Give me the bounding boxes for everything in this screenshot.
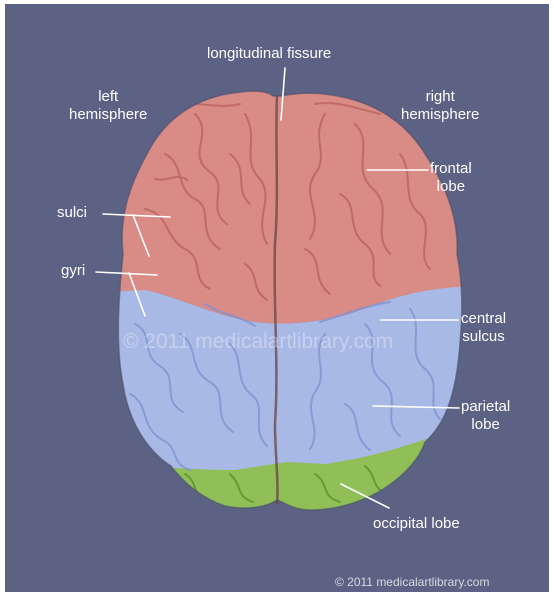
label-parietal-lobe-line2: lobe (461, 416, 510, 434)
label-frontal-lobe: frontal lobe (430, 160, 472, 196)
watermark-copyright: © 2011 medicalartlibrary.com (335, 575, 489, 589)
label-frontal-lobe-line2: lobe (430, 178, 472, 196)
label-frontal-lobe-line1: frontal (430, 160, 472, 178)
label-parietal-lobe-line1: parietal (461, 398, 510, 416)
label-central-sulcus-line1: central (461, 310, 506, 328)
diagram-canvas: longitudinal fissure left hemisphere rig… (5, 4, 549, 592)
label-central-sulcus-line2: sulcus (461, 328, 506, 346)
label-left-hemisphere-line1: left (69, 88, 147, 106)
label-gyri: gyri (61, 262, 85, 280)
label-right-hemisphere: right hemisphere (401, 88, 479, 124)
watermark-center: © 2011 medicalartlibrary.com (123, 330, 393, 354)
label-right-hemisphere-line1: right (401, 88, 479, 106)
label-left-hemisphere-line2: hemisphere (69, 106, 147, 124)
label-longitudinal-fissure: longitudinal fissure (207, 45, 331, 63)
label-occipital-lobe: occipital lobe (373, 515, 460, 533)
label-sulci: sulci (57, 204, 87, 222)
label-central-sulcus: central sulcus (461, 310, 506, 346)
label-parietal-lobe: parietal lobe (461, 398, 510, 434)
label-left-hemisphere: left hemisphere (69, 88, 147, 124)
label-right-hemisphere-line2: hemisphere (401, 106, 479, 124)
